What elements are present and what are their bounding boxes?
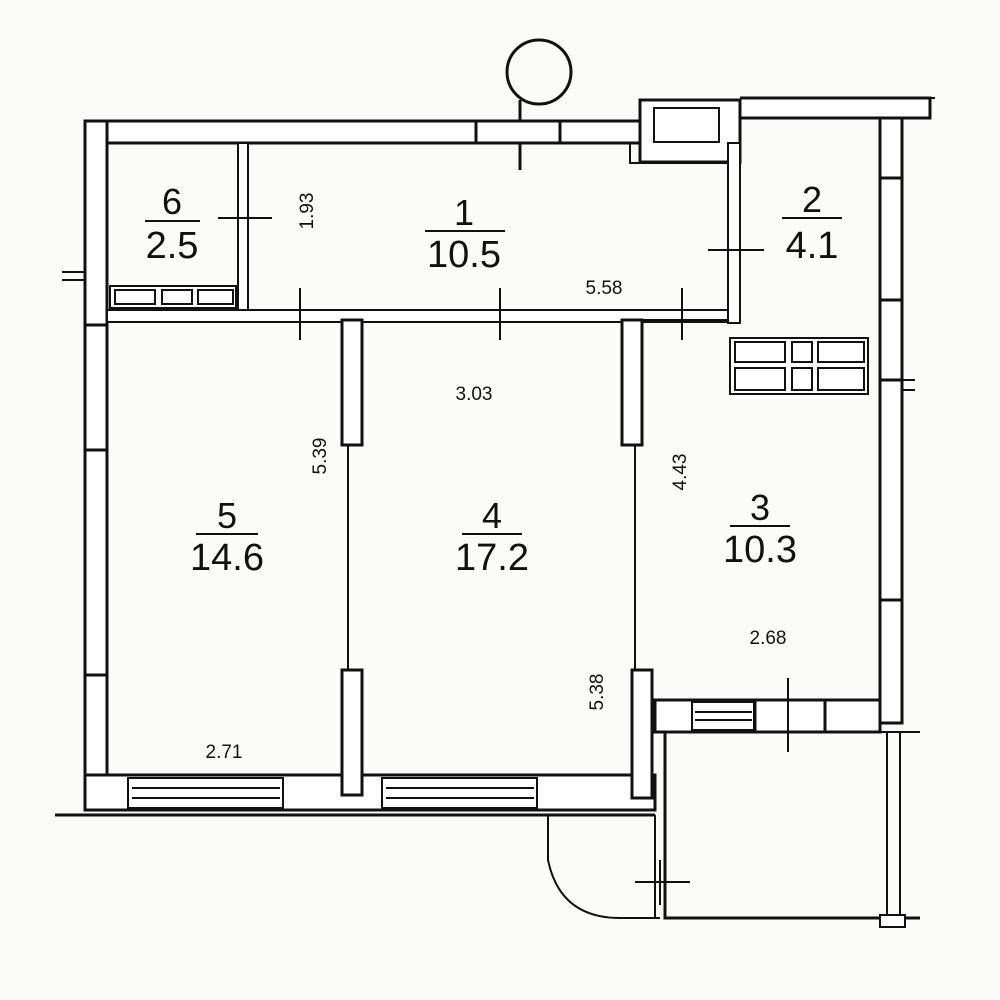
room-6-width-dimension: 1.93 <box>297 193 318 230</box>
orientation-circle <box>505 38 573 170</box>
room-3-area: 10.3 <box>723 529 797 571</box>
room-2-area: 4.1 <box>786 225 839 267</box>
room-5-number: 5 <box>217 495 237 536</box>
room-6-label: 6 2.5 <box>145 181 200 267</box>
room-4-width-dimension: 3.03 <box>456 384 493 405</box>
room-3-length-dimension: 4.43 <box>670 454 691 491</box>
balcony <box>547 731 920 928</box>
room-2-number: 2 <box>802 179 822 220</box>
room-1-number: 1 <box>454 192 474 233</box>
room-5-length-dimension: 5.39 <box>310 438 331 475</box>
exterior-walls <box>55 96 935 817</box>
room-5-area: 14.6 <box>190 537 264 579</box>
fixtures <box>109 285 865 391</box>
room-4-label: 4 17.2 <box>455 495 529 579</box>
room-1-label: 1 10.5 <box>425 192 505 276</box>
room-2-label: 2 4.1 <box>782 179 842 267</box>
room-1-area: 10.5 <box>427 234 501 276</box>
room-4-area: 17.2 <box>455 537 529 579</box>
room-4-length-dimension: 5.38 <box>587 674 608 711</box>
room-4-number: 4 <box>482 495 502 536</box>
room-5-width-dimension: 2.71 <box>206 742 243 763</box>
room-3-number: 3 <box>750 487 770 528</box>
dimension-ticks <box>218 217 789 752</box>
room-1-length-dimension: 5.58 <box>586 278 623 299</box>
room-6-area: 2.5 <box>146 225 199 267</box>
room-6-number: 6 <box>162 181 182 222</box>
room-3-width-dimension: 2.68 <box>750 628 787 649</box>
room-5-label: 5 14.6 <box>190 495 264 579</box>
room-3-label: 3 10.3 <box>723 487 797 571</box>
